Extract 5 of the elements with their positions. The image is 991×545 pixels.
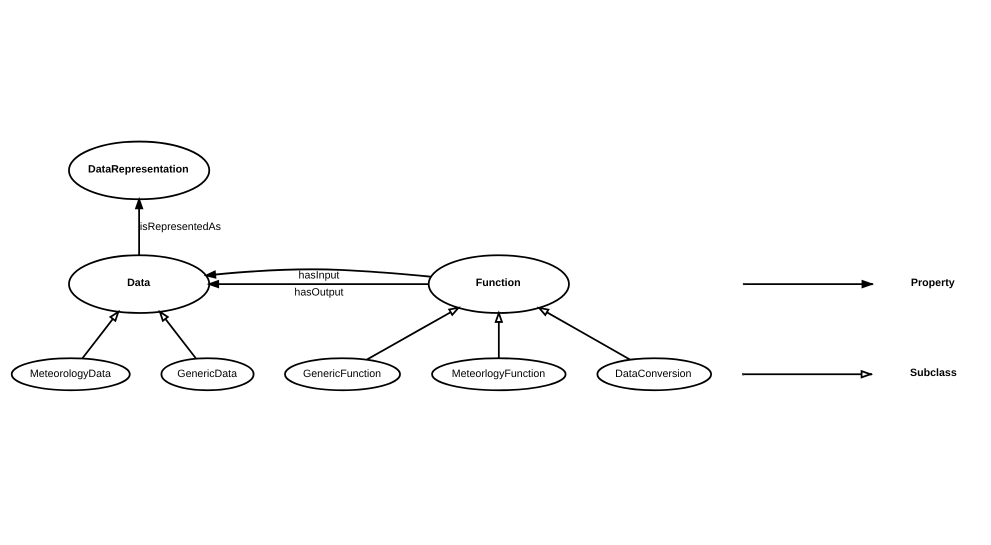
edge-label: hasInput	[298, 268, 340, 281]
edge-label: isRepresentedAs	[140, 220, 221, 233]
edge-label: hasOutput	[294, 286, 344, 298]
legend-label: Property	[910, 276, 955, 288]
legend-label: Subclass	[910, 366, 957, 379]
